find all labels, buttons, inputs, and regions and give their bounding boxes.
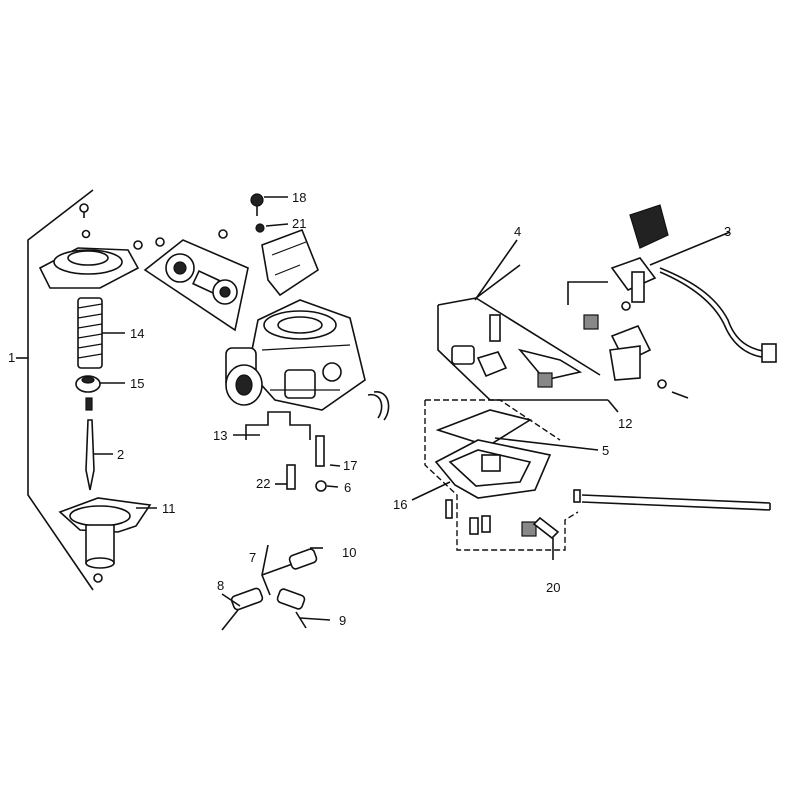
auto-choke-part <box>567 204 777 399</box>
needle-retainer-part <box>75 375 125 393</box>
callout-12: 12 <box>618 416 632 431</box>
group-4-bracket <box>437 264 608 401</box>
diaphragm-cover-part <box>38 247 140 289</box>
callout-15: 15 <box>130 376 144 391</box>
choke-parts <box>451 314 583 388</box>
callout-21: 21 <box>292 216 306 231</box>
callout-20: 20 <box>546 580 560 595</box>
group-16-bracket <box>424 399 579 551</box>
callout-6: 6 <box>344 480 351 495</box>
callout-2: 2 <box>117 447 124 462</box>
mixture-screw-part <box>315 435 341 492</box>
callout-18: 18 <box>292 190 306 205</box>
needle-clip-part <box>85 397 93 411</box>
callout-1: 1 <box>8 350 15 365</box>
callout-10: 10 <box>342 545 356 560</box>
float-bowl-screws <box>445 499 560 560</box>
callout-22: 22 <box>256 476 270 491</box>
callout-9: 9 <box>339 613 346 628</box>
spring-part <box>77 297 125 369</box>
idle-screw-part <box>275 464 296 490</box>
callout-14: 14 <box>130 326 144 341</box>
vent-hose-part <box>367 393 383 419</box>
callout-13-bracket <box>233 411 311 440</box>
callout-17: 17 <box>343 458 357 473</box>
callout-11: 11 <box>162 501 176 516</box>
callout-5: 5 <box>602 443 609 458</box>
cover-screw-part <box>79 203 91 239</box>
float-bowl-part <box>411 409 599 501</box>
throttle-plate-part <box>133 229 249 332</box>
carburetor-body-part <box>225 299 366 411</box>
drain-hose-part <box>573 489 771 511</box>
vacuum-piston-part <box>58 497 157 583</box>
t-fitting-part <box>221 544 331 631</box>
group-1-bracket <box>16 189 94 591</box>
callout-4: 4 <box>514 224 521 239</box>
callout-7: 7 <box>249 550 256 565</box>
bracket-part <box>261 228 319 297</box>
callout-16: 16 <box>393 497 407 512</box>
top-screw-21-part <box>255 223 289 233</box>
callout-3: 3 <box>724 224 731 239</box>
jet-needle-part <box>85 419 113 491</box>
top-screw-18-part <box>250 193 288 216</box>
callout-8: 8 <box>217 578 224 593</box>
callout-13: 13 <box>213 428 227 443</box>
